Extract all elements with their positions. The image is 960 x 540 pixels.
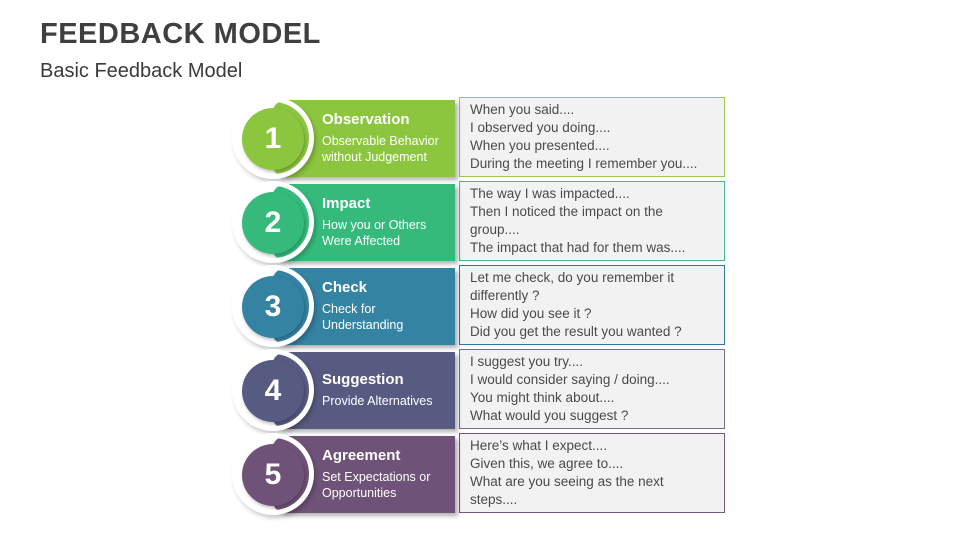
step-label: Check: [322, 278, 368, 296]
step-number-badge: 1: [242, 108, 304, 170]
example-line: Here’s what I expect....: [470, 438, 608, 454]
step-number-ring: [232, 265, 314, 347]
example-line: I observed you doing....: [470, 120, 611, 136]
step-number-ring: [232, 97, 314, 179]
step-number-ring: [232, 433, 314, 515]
step-sublabel: Check for Understanding: [322, 302, 404, 333]
example-line: During the meeting I remember you....: [470, 155, 698, 171]
feedback-step-row-impact: Impact How you or Others Were Affected 2…: [232, 181, 728, 263]
step-examples-box: When you said.... I observed you doing..…: [459, 97, 725, 177]
feedback-step-row-agreement: Agreement Set Expectations or Opportunit…: [232, 433, 728, 515]
feedback-step-row-observation: Observation Observable Behavior without …: [232, 97, 728, 179]
example-line: When you said....: [470, 102, 575, 118]
feedback-step-row-check: Check Check for Understanding 3 Let me c…: [232, 265, 728, 347]
example-line: What would you suggest ?: [470, 407, 629, 423]
step-examples-box: Let me check, do you remember it differe…: [459, 265, 725, 345]
example-line: The way I was impacted....: [470, 186, 630, 202]
example-line: The impact that had for them was....: [470, 239, 686, 255]
step-examples-box: Here’s what I expect.... Given this, we …: [459, 433, 725, 513]
step-examples-box: The way I was impacted.... Then I notice…: [459, 181, 725, 261]
example-line: Did you get the result you wanted ?: [470, 323, 682, 339]
example-line: You might think about....: [470, 390, 615, 405]
example-line: When you presented....: [470, 138, 610, 153]
step-number-badge: 4: [242, 360, 304, 422]
step-number-ring: [232, 181, 314, 263]
example-line: Given this, we agree to....: [470, 456, 624, 472]
step-label: Suggestion: [322, 370, 404, 388]
step-number-badge: 2: [242, 192, 304, 254]
step-examples-box: I suggest you try.... I would consider s…: [459, 349, 725, 429]
step-label: Observation: [322, 110, 410, 128]
step-label: Agreement: [322, 446, 401, 464]
step-number-ring: [232, 349, 314, 431]
step-sublabel: Observable Behavior without Judgement: [322, 134, 439, 165]
step-number-badge: 3: [242, 276, 304, 338]
step-sublabel: How you or Others Were Affected: [322, 218, 427, 249]
feedback-step-row-suggestion: Suggestion Provide Alternatives 4 I sugg…: [232, 349, 728, 431]
example-line: Then I noticed the impact on the group..…: [470, 204, 663, 237]
page-subtitle: Basic Feedback Model: [40, 60, 243, 82]
example-line: I suggest you try....: [470, 354, 584, 370]
page-title: FEEDBACK MODEL: [40, 18, 321, 50]
example-line: What are you seeing as the next steps...…: [470, 474, 664, 507]
step-label: Impact: [322, 194, 371, 212]
example-line: I would consider saying / doing....: [470, 372, 670, 388]
example-line: How did you see it ?: [470, 306, 592, 321]
step-sublabel: Provide Alternatives: [322, 394, 433, 409]
example-line: Let me check, do you remember it differe…: [470, 270, 675, 304]
step-sublabel: Set Expectations or Opportunities: [322, 470, 431, 501]
step-number-badge: 5: [242, 444, 304, 506]
